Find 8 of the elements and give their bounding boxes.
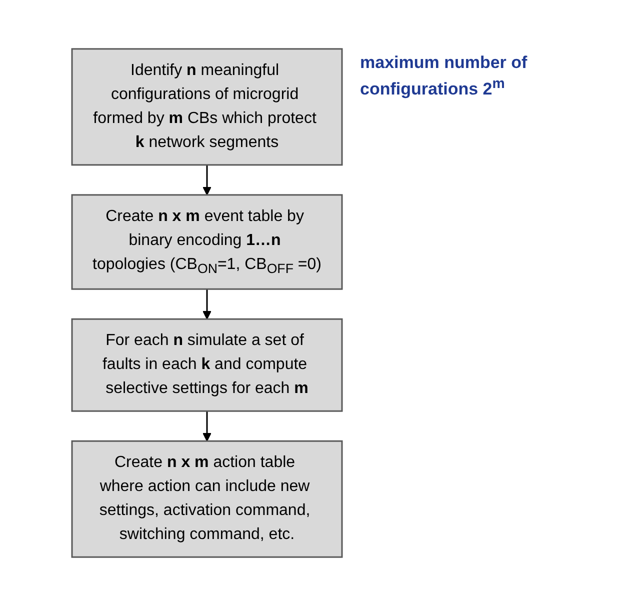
- node-box: Create n x m event table by binary encoding 1…n topologies (CB$_{ON}$=1, CB$_{OFF}$ =0): [71, 194, 343, 290]
- node-box: Create n x m action table where action can include new settings, activation command, switching command, etc.: [71, 440, 343, 558]
- arrow: [202, 289, 212, 320]
- arrow: [202, 164, 212, 196]
- arrow: [202, 411, 212, 442]
- node-box: Identify n meaningful configurations of microgrid formed by m CBs which protect k network segments: [71, 48, 343, 166]
- side-note: maximum number of configurations 2$^{m}$: [360, 52, 528, 101]
- node-box: For each n simulate a set of faults in each k and compute selective settings for each m: [71, 318, 343, 412]
